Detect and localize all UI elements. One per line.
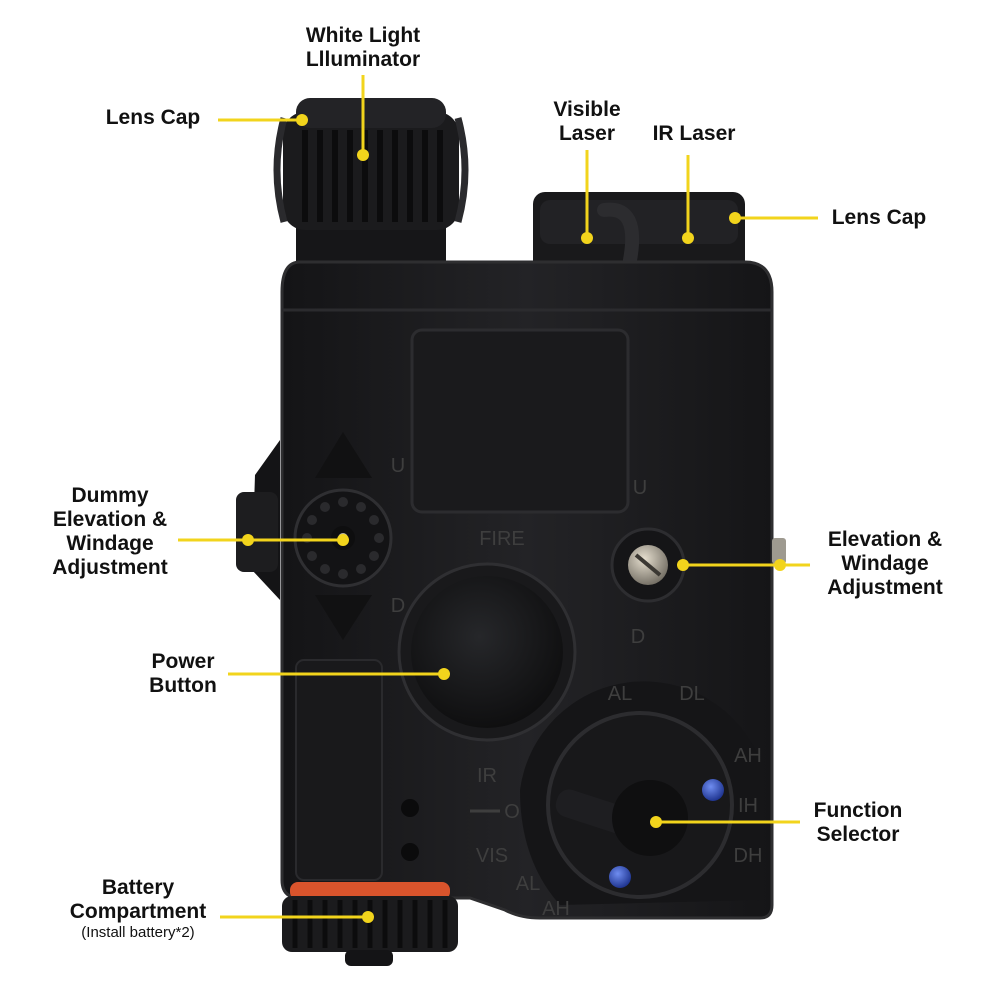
callout-dot-lens-cap-right	[729, 212, 741, 224]
callout-dot-function-selector	[650, 816, 662, 828]
label-power-line1: Power	[151, 650, 215, 673]
marking-ah-bottom: AH	[542, 898, 570, 920]
label-elev-line1: Elevation &	[827, 528, 943, 551]
label-function-selector: Function Selector	[800, 799, 916, 847]
label-dummy-adjustment: Dummy Elevation & Windage Adjustment	[40, 484, 180, 580]
marking-ir: IR	[477, 765, 497, 787]
label-power-line2: Button	[149, 674, 217, 697]
power-button-shape	[397, 562, 577, 742]
function-selector-knob	[520, 681, 760, 905]
callout-dot-ir-laser	[682, 232, 694, 244]
label-elev-line3: Adjustment	[827, 576, 943, 599]
callout-dot-dummy-adjust-a	[242, 534, 254, 546]
marking-dl: DL	[679, 683, 705, 705]
label-ir-laser-text: IR Laser	[652, 122, 736, 145]
marking-o: O	[504, 801, 520, 823]
label-function-line1: Function	[813, 799, 903, 822]
marking-al-top: AL	[608, 683, 632, 705]
label-dummy-line1: Dummy	[71, 484, 149, 507]
label-lens-cap-left: Lens Cap	[92, 106, 214, 130]
side-holes	[401, 799, 419, 861]
label-visible-laser-line1: Visible	[553, 98, 621, 121]
label-function-line2: Selector	[816, 823, 900, 846]
callout-dot-visible-laser	[581, 232, 593, 244]
marking-fire: FIRE	[479, 528, 525, 550]
marking-ah-right: AH	[734, 745, 762, 767]
callout-dot-dummy-adjust-b	[337, 534, 349, 546]
label-dummy-line2: Elevation &	[52, 508, 168, 531]
marking-down-right: D	[631, 626, 645, 648]
label-visible-laser-line2: Laser	[558, 122, 616, 145]
marking-ih: IH	[738, 795, 758, 817]
device-markings: FIRE U D U D AL DL AH IH DH IR O VIS AL …	[391, 455, 763, 920]
battery-cap	[282, 882, 458, 966]
white-light-illuminator	[273, 98, 469, 273]
label-dummy-line4: Adjustment	[52, 556, 168, 579]
callout-dot-lens-cap-left	[296, 114, 308, 126]
label-dummy-line3: Windage	[66, 532, 154, 555]
label-elevation-adjustment: Elevation & Windage Adjustment	[812, 528, 958, 600]
label-white-light-line2: Llluminator	[305, 48, 421, 71]
label-visible-laser: Visible Laser	[537, 98, 637, 146]
label-battery-compartment: Battery Compartment (Install battery*2)	[56, 876, 220, 942]
label-battery-line1: Battery	[101, 876, 175, 899]
label-lens-cap-left-text: Lens Cap	[105, 106, 201, 129]
label-lens-cap-right-text: Lens Cap	[831, 206, 927, 229]
callout-dots	[242, 114, 786, 923]
callout-dot-power-button	[438, 668, 450, 680]
callout-dot-battery	[362, 911, 374, 923]
callout-dot-elev-adjust-a	[677, 559, 689, 571]
label-white-light-illuminator: White Light Llluminator	[283, 24, 443, 72]
marking-dh: DH	[734, 845, 763, 867]
marking-vis: VIS	[476, 845, 508, 867]
callout-lines	[178, 75, 818, 919]
callout-dot-white-light	[357, 149, 369, 161]
label-battery-note: (Install battery*2)	[81, 924, 195, 941]
marking-down-left: D	[391, 595, 405, 617]
callout-dot-elev-adjust-b	[774, 559, 786, 571]
dummy-adjust-wedge	[236, 440, 280, 600]
marking-up-left: U	[391, 455, 405, 477]
marking-up-right: U	[633, 477, 647, 499]
label-battery-line2: Compartment	[69, 900, 207, 923]
label-ir-laser: IR Laser	[636, 122, 752, 146]
label-white-light-line1: White Light	[305, 24, 421, 47]
label-power-button: Power Button	[136, 650, 230, 698]
label-lens-cap-right: Lens Cap	[818, 206, 940, 230]
marking-al-bottom: AL	[516, 873, 540, 895]
label-elev-line2: Windage	[841, 552, 929, 575]
